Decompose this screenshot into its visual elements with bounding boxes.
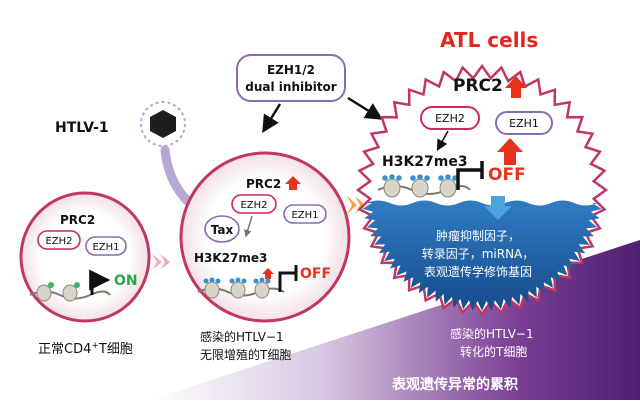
normal-state-label: ON xyxy=(114,273,138,289)
normal-ezh1-pill xyxy=(85,236,127,256)
atl-repression-bar xyxy=(456,168,482,190)
infected-methyl-mark xyxy=(203,278,209,284)
infected-ezh1-label: EZH1 xyxy=(291,210,318,221)
tax-to-mark-arrow xyxy=(244,215,253,238)
transition-chevron xyxy=(160,254,170,270)
atl-methyl-mark xyxy=(389,174,395,180)
atl-prc2-label: PRC2 xyxy=(453,76,503,96)
normal-activation-mark xyxy=(48,282,54,288)
accumulation-label: 表观遗传异常的累积 xyxy=(391,376,518,393)
tax-bubble xyxy=(204,215,240,243)
infected-nucleosome xyxy=(204,281,220,299)
tax-label: Tax xyxy=(211,223,234,237)
normal-cell: PRC2 EZH2 EZH1 ON xyxy=(19,191,151,323)
ezh2-to-mark-arrow xyxy=(436,130,449,151)
infected-state-label: OFF xyxy=(300,266,331,282)
htlv1-virus-icon xyxy=(140,101,186,147)
htlv1-label: HTLV-1 xyxy=(55,120,109,136)
atl-methyl-mark xyxy=(445,174,451,180)
inhibitor-line2: dual inhibitor xyxy=(245,80,337,94)
target-line-2: 转录因子，miRNA， xyxy=(422,246,535,261)
infected-nucleosome xyxy=(254,281,270,299)
atl-nucleosome xyxy=(411,178,429,198)
atl-mark-label: H3K27me3 xyxy=(382,154,468,170)
atl-methyl-mark xyxy=(382,175,388,181)
target-line-1: 肿瘤抑制因子， xyxy=(436,228,520,243)
inhibitor-arrow-atl xyxy=(347,96,383,120)
infected-nucleosome xyxy=(230,281,246,299)
infected-methyl-mark xyxy=(229,278,235,284)
transition-chevron xyxy=(355,196,365,214)
infected-mark-up-arrow xyxy=(262,268,274,279)
atl-nucleosome xyxy=(439,178,457,198)
inhibitor-arrow-infected xyxy=(262,103,282,133)
atl-target-zone xyxy=(362,200,602,311)
infected-caption-line2: 无限增殖的T细胞 xyxy=(200,347,291,362)
atl-caption-line2: 转化的T细胞 xyxy=(460,344,527,359)
normal-ezh2-label: EZH2 xyxy=(45,236,72,247)
atl-methyl-mark xyxy=(417,174,423,180)
infected-methyl-mark xyxy=(209,277,215,283)
transition-chevron xyxy=(152,254,162,270)
infected-prc2-up-arrow xyxy=(285,176,301,190)
atl-state-label: OFF xyxy=(488,165,526,185)
normal-ezh1-label: EZH1 xyxy=(92,242,119,253)
atl-ezh1-pill xyxy=(495,111,553,135)
normal-prc2-label: PRC2 xyxy=(60,213,95,227)
atl-methyl-mark xyxy=(396,175,402,181)
atl-methyl-mark xyxy=(424,175,430,181)
infected-prc2-label: PRC2 xyxy=(246,177,281,191)
atl-nucleosome xyxy=(383,178,401,198)
inhibitor-box xyxy=(236,54,346,102)
atl-ezh1-label: EZH1 xyxy=(509,117,539,130)
atl-prc2-up-arrow xyxy=(505,76,527,98)
infected-cell: PRC2 EZH2 EZH1 Tax H3K27me3 OFF xyxy=(179,151,351,323)
atl-title: ATL cells xyxy=(440,28,538,52)
normal-ezh2-pill xyxy=(37,230,81,250)
infected-ezh2-pill xyxy=(231,194,277,214)
infected-methyl-mark xyxy=(259,277,265,283)
infected-ezh1-pill xyxy=(283,204,327,224)
atl-mark-up-arrow xyxy=(497,138,523,165)
transition-chevron xyxy=(347,196,357,214)
infected-methyl-mark xyxy=(265,278,271,284)
down-arrow xyxy=(484,196,512,220)
atl-methyl-mark xyxy=(410,175,416,181)
atl-ezh2-label: EZH2 xyxy=(435,112,465,125)
inhibitor-line1: EZH1/2 xyxy=(267,63,315,77)
infected-mark-label: H3K27me3 xyxy=(194,251,267,265)
infected-repression-bar xyxy=(278,271,296,292)
atl-ezh2-pill xyxy=(420,106,480,130)
atl-caption-line1: 感染的HTLV−1 xyxy=(450,326,534,341)
normal-nucleosome xyxy=(36,284,52,302)
atl-methyl-mark xyxy=(438,175,444,181)
infected-methyl-mark xyxy=(241,278,247,284)
infected-methyl-mark xyxy=(235,277,241,283)
normal-nucleosome xyxy=(62,284,78,302)
infected-methyl-mark xyxy=(215,278,221,284)
infected-caption-line1: 感染的HTLV−1 xyxy=(200,329,284,344)
infected-methyl-mark xyxy=(253,278,259,284)
infected-ezh2-label: EZH2 xyxy=(240,200,267,211)
normal-transcription-arrow xyxy=(89,269,111,295)
normal-caption: 正常CD4+T细胞 xyxy=(38,341,133,357)
normal-activation-mark xyxy=(74,282,80,288)
target-line-3: 表观遗传学修饰基因 xyxy=(424,264,532,279)
